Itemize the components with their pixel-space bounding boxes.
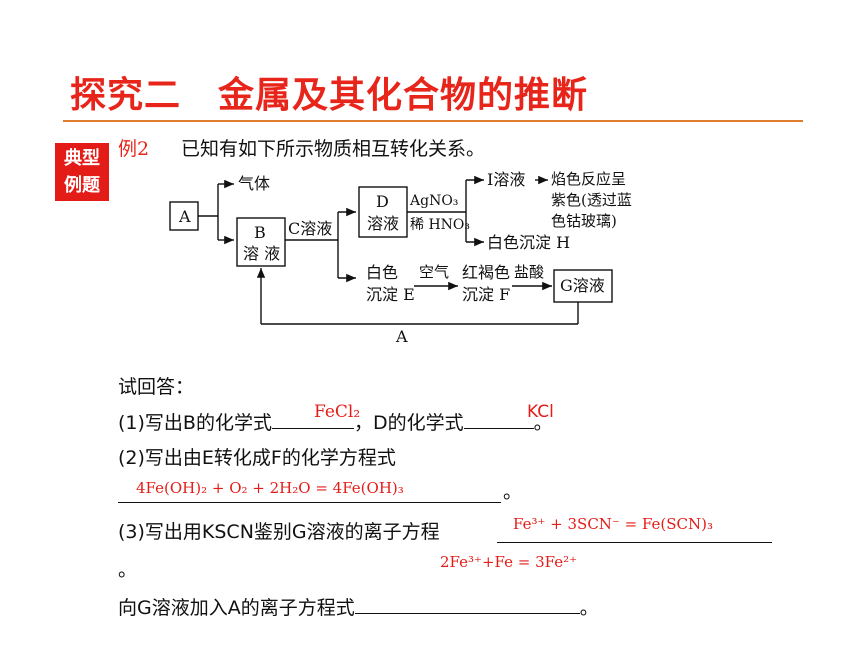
flame-test-line1: 焰色反应呈 xyxy=(551,170,626,188)
q1-text-a: (1)写出B的化学式 xyxy=(118,412,272,434)
answer-e-to-f-equation: 4Fe(OH)₂ + O₂ + 2H₂O = 4Fe(OH)₃ xyxy=(136,479,404,497)
q2-blank[interactable] xyxy=(118,480,501,503)
node-gas: 气体 xyxy=(238,174,270,193)
q4-end: 。 xyxy=(579,597,599,619)
reagent-hcl: 盐酸 xyxy=(514,263,544,281)
q4-blank[interactable] xyxy=(354,595,580,614)
reagent-air: 空气 xyxy=(419,263,449,281)
q4-text: 向G溶液加入A的离子方程式 xyxy=(118,597,355,619)
answer-b-formula: FeCl₂ xyxy=(314,402,361,422)
q1-blank-b[interactable] xyxy=(271,410,354,429)
node-d-line2: 溶液 xyxy=(367,214,399,233)
node-g: G溶液 xyxy=(560,276,605,295)
page-title: 探究二 金属及其化合物的推断 xyxy=(70,75,589,116)
question-2: (2)写出由E转化成F的化学方程式 xyxy=(118,447,396,469)
example-text: 已知有如下所示物质相互转化关系。 xyxy=(181,138,486,160)
answer-fe-reduction-equation: 2Fe³⁺+Fe = 3Fe²⁺ xyxy=(440,553,578,571)
answer-d-formula: KCl xyxy=(527,402,554,422)
q1-text-b: ，D的化学式 xyxy=(353,412,464,434)
example-label: 例2 xyxy=(118,138,150,160)
node-b-line1: B xyxy=(254,223,266,242)
answer-kscn-equation: Fe³⁺ + 3SCN⁻ = Fe(SCN)₃ xyxy=(513,515,714,533)
question-1: (1)写出B的化学式 ，D的化学式 。 xyxy=(118,410,553,435)
question-4: 向G溶液加入A的离子方程式 。 xyxy=(118,595,599,620)
node-b-line2: 溶 液 xyxy=(243,244,280,263)
reagent-agno3: AgNO₃ xyxy=(409,193,458,209)
q2-end: 。 xyxy=(503,481,523,503)
flame-test-line3: 色钴玻璃) xyxy=(551,212,617,230)
q3-end: 。 xyxy=(118,559,138,581)
node-f-line1: 红褐色 xyxy=(462,263,510,282)
node-e-line1: 白色 xyxy=(366,263,398,282)
node-c: C溶液 xyxy=(288,219,332,238)
reaction-diagram: A 气体 B 溶 液 C溶液 D 溶液 AgNO₃ 稀 HNO₃ I溶液 焰色反… xyxy=(169,170,632,346)
node-h: 白色沉淀 H xyxy=(487,233,570,252)
q1-blank-d[interactable] xyxy=(463,410,534,429)
questions-intro: 试回答： xyxy=(118,376,195,398)
node-f-line2: 沉淀 F xyxy=(462,285,510,304)
node-g-box xyxy=(553,269,613,303)
badge-line1: 典型 xyxy=(64,148,100,169)
question-3: (3)写出用KSCN鉴别G溶液的离子方程 xyxy=(118,521,440,543)
node-e-line2: 沉淀 E xyxy=(366,285,415,304)
node-b-box xyxy=(236,217,286,267)
title-divider xyxy=(63,120,803,122)
badge-line2: 例题 xyxy=(64,175,100,196)
flame-test-line2: 紫色(透过蓝 xyxy=(551,191,632,209)
loop-label-a: A xyxy=(395,327,408,346)
node-i: I溶液 xyxy=(487,170,525,189)
node-d-line1: D xyxy=(376,192,389,211)
reagent-hno3: 稀 HNO₃ xyxy=(410,217,470,233)
q1-end: 。 xyxy=(533,412,553,434)
node-a: A xyxy=(178,207,191,226)
q3-blank[interactable] xyxy=(497,520,772,543)
example-badge: 典型 例题 xyxy=(55,143,109,201)
